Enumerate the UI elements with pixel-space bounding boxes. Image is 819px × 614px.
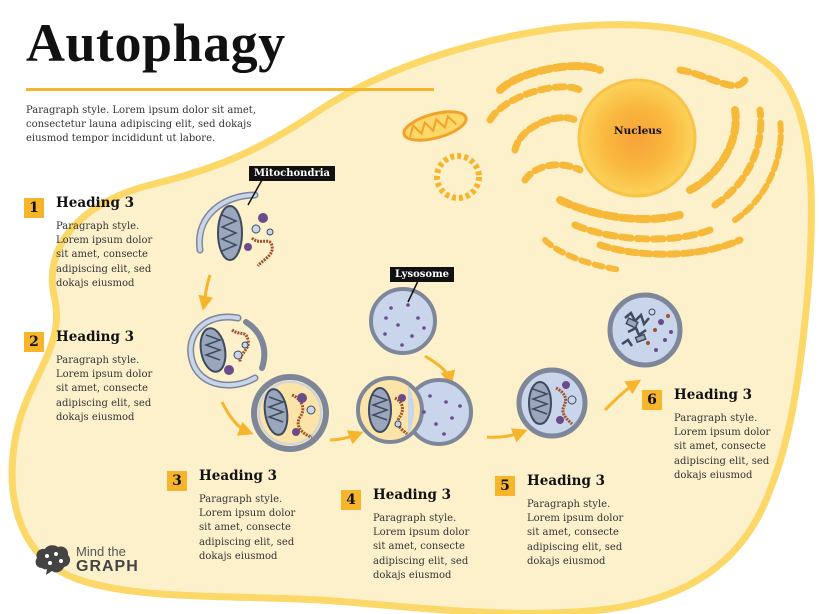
vesicle-ring-icon: [434, 153, 482, 201]
step-number: 5: [495, 476, 515, 496]
step-text: Paragraph style. Lorem ipsum dolor sit a…: [199, 494, 296, 562]
endoplasmic-reticulum: [486, 62, 784, 273]
nucleus: [577, 78, 697, 198]
phagophore-stage-2: [187, 313, 268, 389]
mind-the-graph-logo: Mind the GRAPH: [34, 542, 154, 582]
lysosome: [369, 287, 437, 355]
step-heading: Heading 3: [373, 487, 452, 503]
step-heading: Heading 3: [199, 468, 278, 484]
step-text: Paragraph style. Lorem ipsum dolor sit a…: [527, 499, 624, 567]
degraded-autolysosome: [607, 292, 683, 368]
brain-icon: [35, 545, 71, 575]
step-number: 1: [24, 198, 44, 218]
step-heading: Heading 3: [56, 195, 135, 211]
step-heading: Heading 3: [56, 329, 135, 345]
autolysosome-fusion: [356, 376, 473, 446]
flow-arrows: [198, 274, 642, 445]
autolysosome: [516, 367, 588, 439]
step-number: 3: [167, 471, 187, 491]
step-text: Paragraph style. Lorem ipsum dolor sit a…: [56, 355, 153, 423]
step-text: Paragraph style. Lorem ipsum dolor sit a…: [373, 513, 470, 581]
logo-line-2: GRAPH: [76, 558, 139, 575]
intro-paragraph: Paragraph style. Lorem ipsum dolor sit a…: [26, 105, 256, 144]
lysosome-label: Lysosome: [390, 267, 455, 282]
lysosome-pointer: [407, 280, 419, 303]
step-number: 4: [341, 490, 361, 510]
step-number: 2: [24, 332, 44, 352]
page-title: Autophagy: [26, 13, 286, 73]
nucleus-label: Nucleus: [614, 125, 662, 137]
mitochondrion-free-icon: [402, 110, 468, 142]
step-number: 6: [642, 390, 662, 410]
mitochondria-label: Mitochondria: [249, 166, 335, 181]
step-text: Paragraph style. Lorem ipsum dolor sit a…: [56, 221, 153, 289]
title-underline: [26, 88, 434, 91]
step-heading: Heading 3: [527, 473, 606, 489]
autophagosome: [251, 374, 329, 452]
mitochondria-pointer: [247, 179, 263, 206]
step-heading: Heading 3: [674, 387, 753, 403]
step-text: Paragraph style. Lorem ipsum dolor sit a…: [674, 413, 771, 481]
logo-line-1: Mind the: [76, 544, 126, 559]
phagophore-stage-1: [195, 191, 274, 267]
